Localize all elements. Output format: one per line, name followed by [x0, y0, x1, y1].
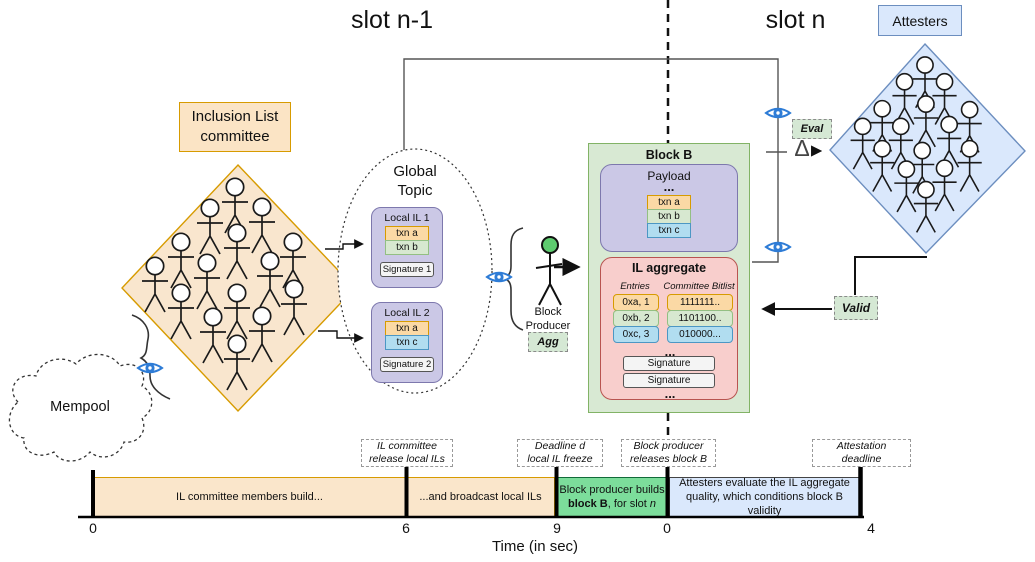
- eye-icon: [765, 107, 791, 119]
- global-topic-line2: Topic: [397, 182, 433, 199]
- segment3-bold: block B: [567, 498, 608, 510]
- attesters-label: Attesters: [878, 5, 962, 36]
- local-il-2-title: Local IL 2: [384, 307, 430, 319]
- block-producer-label: Block Producer: [513, 306, 583, 334]
- signatures-ellipsis: ...: [664, 386, 676, 401]
- arrow-to-local-il-2: [318, 330, 364, 343]
- milestone-line: releases block B: [629, 453, 708, 465]
- payload-txn-c: txn c: [647, 223, 691, 238]
- milestone-il-freeze: Deadline d local IL freeze: [517, 439, 603, 467]
- segment4-line2: quality, which conditions block B validi…: [686, 490, 843, 518]
- block-b-title: Block B: [645, 148, 693, 162]
- entry-row: 0xa, 1: [613, 294, 659, 311]
- milestone-line: release local ILs: [369, 453, 445, 465]
- tick-6: 6: [402, 520, 410, 536]
- producer-label-line1: Block: [534, 306, 562, 319]
- segment3-text: Block producer builds: [559, 483, 665, 496]
- milestone-release-ils: IL committee release local ILs: [361, 439, 453, 467]
- il-aggregate-box: IL aggregate Entries Committee Bitlist 0…: [600, 257, 738, 400]
- timeline-segment-attest: Attesters evaluate the IL aggregate qual…: [669, 477, 860, 517]
- eye-icon: [765, 241, 791, 253]
- txn-a: txn a: [385, 226, 429, 241]
- segment3-italic: n: [649, 498, 657, 510]
- attester-members: [849, 56, 983, 234]
- il-aggregate-title: IL aggregate: [631, 261, 707, 275]
- inclusion-list-committee-label: Inclusion List committee: [179, 102, 291, 152]
- payload-box: Payload ... txn a txn b txn c: [600, 164, 738, 252]
- agg-badge: Agg: [528, 332, 568, 352]
- bitlist-row: 1101100..: [667, 310, 733, 327]
- arrow-to-local-il-1: [325, 239, 364, 250]
- eval-badge: Eval: [792, 119, 832, 139]
- payload-ellipsis: ...: [663, 179, 675, 194]
- local-il-1-box: Local IL 1 txn a txn b Signature 1: [371, 207, 443, 288]
- attesters-diamond: [829, 42, 1026, 255]
- timeline-segment-build: IL committee members build...: [92, 477, 407, 517]
- txn-a: txn a: [385, 321, 429, 336]
- tick-9: 9: [553, 520, 561, 536]
- valid-badge: Valid: [834, 296, 878, 320]
- global-topic-line1: Global: [393, 162, 437, 180]
- bitlist-row: 1111111..: [667, 294, 733, 311]
- global-topic-label: Global Topic: [374, 160, 456, 202]
- timeline-segment-broadcast: ...and broadcast local ILs: [406, 477, 555, 517]
- aggregate-signature: Signature: [623, 373, 715, 388]
- milestone-attestation-deadline: Attestation deadline: [812, 439, 911, 467]
- txn-c: txn c: [385, 335, 429, 350]
- committee-label-line2: committee: [200, 128, 270, 145]
- aggregate-ellipsis: ...: [664, 344, 676, 359]
- mempool-label: Mempool: [50, 399, 110, 415]
- tick-4: 4: [867, 520, 875, 536]
- time-axis-label: Time (in sec): [491, 538, 579, 555]
- txn-b: txn b: [385, 240, 429, 255]
- committee-members: [141, 177, 308, 391]
- bitlist-row: 010000...: [667, 326, 733, 343]
- tick-0a: 0: [89, 520, 97, 536]
- eye-icon: [137, 362, 163, 374]
- slot-n-title: slot n: [765, 5, 826, 34]
- payload-txn-a: txn a: [647, 195, 691, 210]
- producer-label-line2: Producer: [525, 320, 571, 332]
- milestone-line: IL committee: [377, 439, 437, 452]
- entries-column-label: Entries: [620, 281, 650, 292]
- local-il-1-title: Local IL 1: [384, 212, 430, 224]
- segment4-line1: Attesters evaluate the IL aggregate: [679, 476, 850, 489]
- signature-2: Signature 2: [380, 357, 434, 372]
- aggregate-signature: Signature: [623, 356, 715, 371]
- timeline-segment-produce: Block producer builds block B, for slot …: [556, 477, 668, 517]
- slot-n-1-title: slot n-1: [351, 5, 433, 34]
- committee-diamond: [121, 163, 356, 413]
- local-il-2-box: Local IL 2 txn a txn c Signature 2: [371, 302, 443, 383]
- milestone-line: Block producer: [633, 439, 704, 452]
- valid-connector: [854, 256, 927, 295]
- entry-row: 0xb, 2: [613, 310, 659, 327]
- delta-symbol: Δ: [794, 135, 810, 161]
- committee-label-line1: Inclusion List: [191, 107, 279, 125]
- entry-row: 0xc, 3: [613, 326, 659, 343]
- tick-0b: 0: [663, 520, 671, 536]
- milestone-line: Attestation: [836, 439, 887, 452]
- milestone-line: local IL freeze: [527, 453, 593, 465]
- bitlist-column-label: Committee Bitlist: [663, 281, 735, 292]
- block-producer-figure: [535, 236, 563, 306]
- mempool-brace: [131, 314, 171, 400]
- milestone-line: Deadline d: [534, 439, 586, 452]
- milestone-block-release: Block producer releases block B: [621, 439, 716, 467]
- signature-1: Signature 1: [380, 262, 434, 277]
- eye-icon: [486, 271, 512, 283]
- payload-txn-b: txn b: [647, 209, 691, 224]
- milestone-line: deadline: [841, 453, 882, 465]
- segment3-mid: , for slot: [607, 498, 650, 510]
